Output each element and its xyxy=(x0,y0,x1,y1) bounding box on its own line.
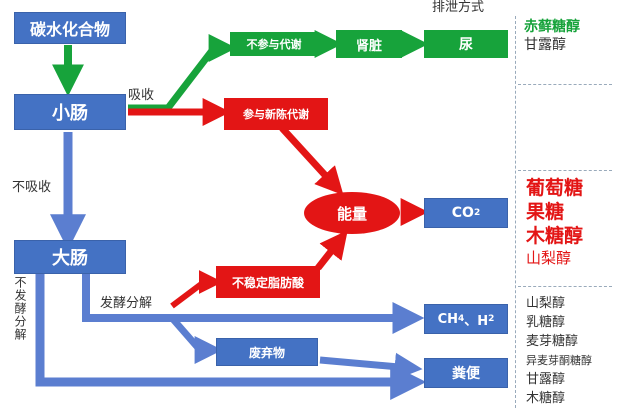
node-h2-label: 、H xyxy=(464,313,489,329)
node-energy-label: 能量 xyxy=(336,204,367,223)
edge-label-ferment: 发酵分解 xyxy=(100,296,153,311)
node-metabolized: 参与新陈代谢 xyxy=(224,98,328,130)
feces-sugar-2: 乳糖醇 xyxy=(526,315,566,330)
urine-sugar-2: 甘露醇 xyxy=(524,37,566,53)
node-metabolized-label: 参与新陈代谢 xyxy=(243,108,309,121)
node-unstable-fatty-acid-label: 不稳定脂肪酸 xyxy=(231,275,304,290)
arrow-small-to-notmetab xyxy=(128,34,237,112)
right-panel-divider xyxy=(515,16,516,408)
energy-sugar-4: 山梨醇 xyxy=(526,249,572,267)
feces-sugar-6: 木糖醇 xyxy=(526,391,566,406)
feces-sugar-list: 山梨醇 乳糖醇 麦芽糖醇 异麦芽酮糖醇 甘露醇 木糖醇 xyxy=(526,294,618,408)
node-waste-label: 废弃物 xyxy=(248,345,285,360)
node-energy: 能量 xyxy=(304,192,400,234)
energy-sugar-list: 葡萄糖 果糖 木糖醇 山梨醇 xyxy=(526,176,618,268)
excretion-header: 排泄方式 xyxy=(432,0,485,15)
node-large-intestine: 大肠 xyxy=(14,240,126,274)
arrow-large-to-fatty xyxy=(170,270,223,309)
node-h2-subscript: 2 xyxy=(488,314,495,324)
node-unstable-fatty-acid: 不稳定脂肪酸 xyxy=(216,266,320,298)
right-panel-separator-top xyxy=(518,84,612,85)
node-kidney: 肾脏 xyxy=(336,30,402,58)
node-waste: 废弃物 xyxy=(216,338,318,366)
feces-sugar-1: 山梨醇 xyxy=(526,296,566,311)
node-feces-label: 粪便 xyxy=(452,366,480,382)
energy-sugar-1: 葡萄糖 xyxy=(526,177,584,199)
node-co2-subscript: 2 xyxy=(473,208,481,218)
node-large-intestine-label: 大肠 xyxy=(52,248,88,269)
node-urine-label: 尿 xyxy=(459,37,473,53)
node-kidney-label: 肾脏 xyxy=(355,38,382,54)
edge-label-absorb: 吸收 xyxy=(128,88,155,103)
arrow-to-waste xyxy=(169,315,223,364)
node-ch4-subscript: 4 xyxy=(458,314,465,324)
arrow-large-to-feces xyxy=(35,272,427,400)
node-not-metabolized-label: 不参与代谢 xyxy=(246,38,302,51)
node-not-metabolized: 不参与代谢 xyxy=(230,32,318,56)
urine-sugar-list: 赤藓糖醇 甘露醇 xyxy=(524,18,616,54)
node-small-intestine: 小肠 xyxy=(14,94,126,130)
urine-sugar-1: 赤藓糖醇 xyxy=(524,19,580,35)
node-carbohydrate-label: 碳水化合物 xyxy=(29,20,110,39)
energy-sugar-2: 果糖 xyxy=(526,201,565,223)
node-feces: 粪便 xyxy=(424,358,508,388)
energy-sugar-3: 木糖醇 xyxy=(526,225,584,247)
feces-sugar-3: 麦芽糖醇 xyxy=(526,334,579,349)
feces-sugar-4: 异麦芽酮糖醇 xyxy=(526,354,592,367)
right-panel-separator-mid xyxy=(518,170,612,171)
feces-sugar-5: 甘露醇 xyxy=(526,372,566,387)
arrow-metab-to-energy xyxy=(279,125,344,196)
node-ch4-label: CH xyxy=(437,311,458,327)
right-panel-separator-bottom xyxy=(518,286,612,287)
arrow-large-to-ch4 xyxy=(82,272,425,334)
node-small-intestine-label: 小肠 xyxy=(52,103,88,124)
arrow-waste-to-feces xyxy=(319,352,423,381)
edge-label-no-ferment: 不发酵分解 xyxy=(13,276,27,341)
edge-label-not-absorb: 不吸收 xyxy=(12,180,52,195)
node-co2-label: CO xyxy=(451,205,474,221)
node-carbohydrate: 碳水化合物 xyxy=(14,12,126,44)
node-urine: 尿 xyxy=(424,30,508,58)
arrow-fatty-to-energy xyxy=(315,230,348,271)
